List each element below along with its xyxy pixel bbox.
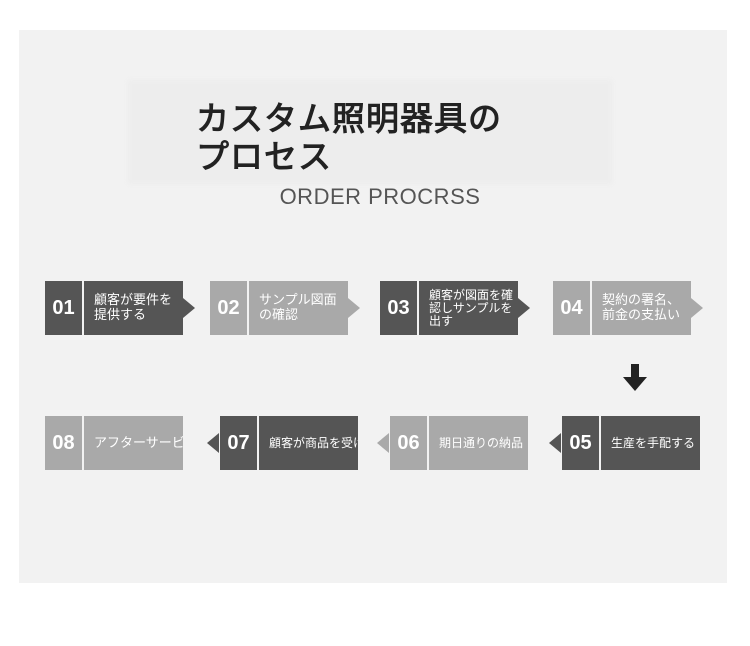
page-subtitle: ORDER PROCRSS <box>279 184 481 209</box>
step-number: 02 <box>210 281 247 335</box>
step-label: サンプル図面の確認 <box>249 281 348 335</box>
step-number: 01 <box>45 281 82 335</box>
arrow-down-icon <box>623 364 647 391</box>
step-label: 契約の署名、前金の支払い <box>592 281 691 335</box>
step-03: 03 顧客が図面を確認しサンプルを出す <box>380 281 532 335</box>
arrow-left-icon <box>377 433 389 453</box>
step-02: 02 サンプル図面の確認 <box>210 281 362 335</box>
step-number: 05 <box>562 416 599 470</box>
step-number: 03 <box>380 281 417 335</box>
arrow-left-icon <box>207 433 219 453</box>
step-label: アフターサービス <box>84 416 183 470</box>
step-08: 08 アフターサービス <box>45 416 183 470</box>
step-number: 08 <box>45 416 82 470</box>
step-number: 07 <box>220 416 257 470</box>
step-07: 07 顧客が商品を受け取る <box>207 416 358 470</box>
step-label: 期日通りの納品 <box>429 416 528 470</box>
arrow-right-icon <box>183 298 195 318</box>
arrow-right-icon <box>691 298 703 318</box>
step-04: 04 契約の署名、前金の支払い <box>553 281 705 335</box>
page-title: カスタム照明器具のプロセス <box>196 99 502 176</box>
step-label: 生産を手配する <box>601 416 700 470</box>
step-label: 顧客が図面を確認しサンプルを出す <box>419 281 518 335</box>
arrow-right-icon <box>348 298 360 318</box>
step-06: 06 期日通りの納品 <box>377 416 528 470</box>
step-label: 顧客が要件を提供する <box>84 281 183 335</box>
step-number: 04 <box>553 281 590 335</box>
arrow-right-icon <box>518 298 530 318</box>
title-backdrop <box>128 80 612 184</box>
step-01: 01 顧客が要件を提供する <box>45 281 200 335</box>
step-05: 05 生産を手配する <box>549 416 700 470</box>
step-label: 顧客が商品を受け取る <box>259 416 358 470</box>
arrow-left-icon <box>549 433 561 453</box>
step-number: 06 <box>390 416 427 470</box>
